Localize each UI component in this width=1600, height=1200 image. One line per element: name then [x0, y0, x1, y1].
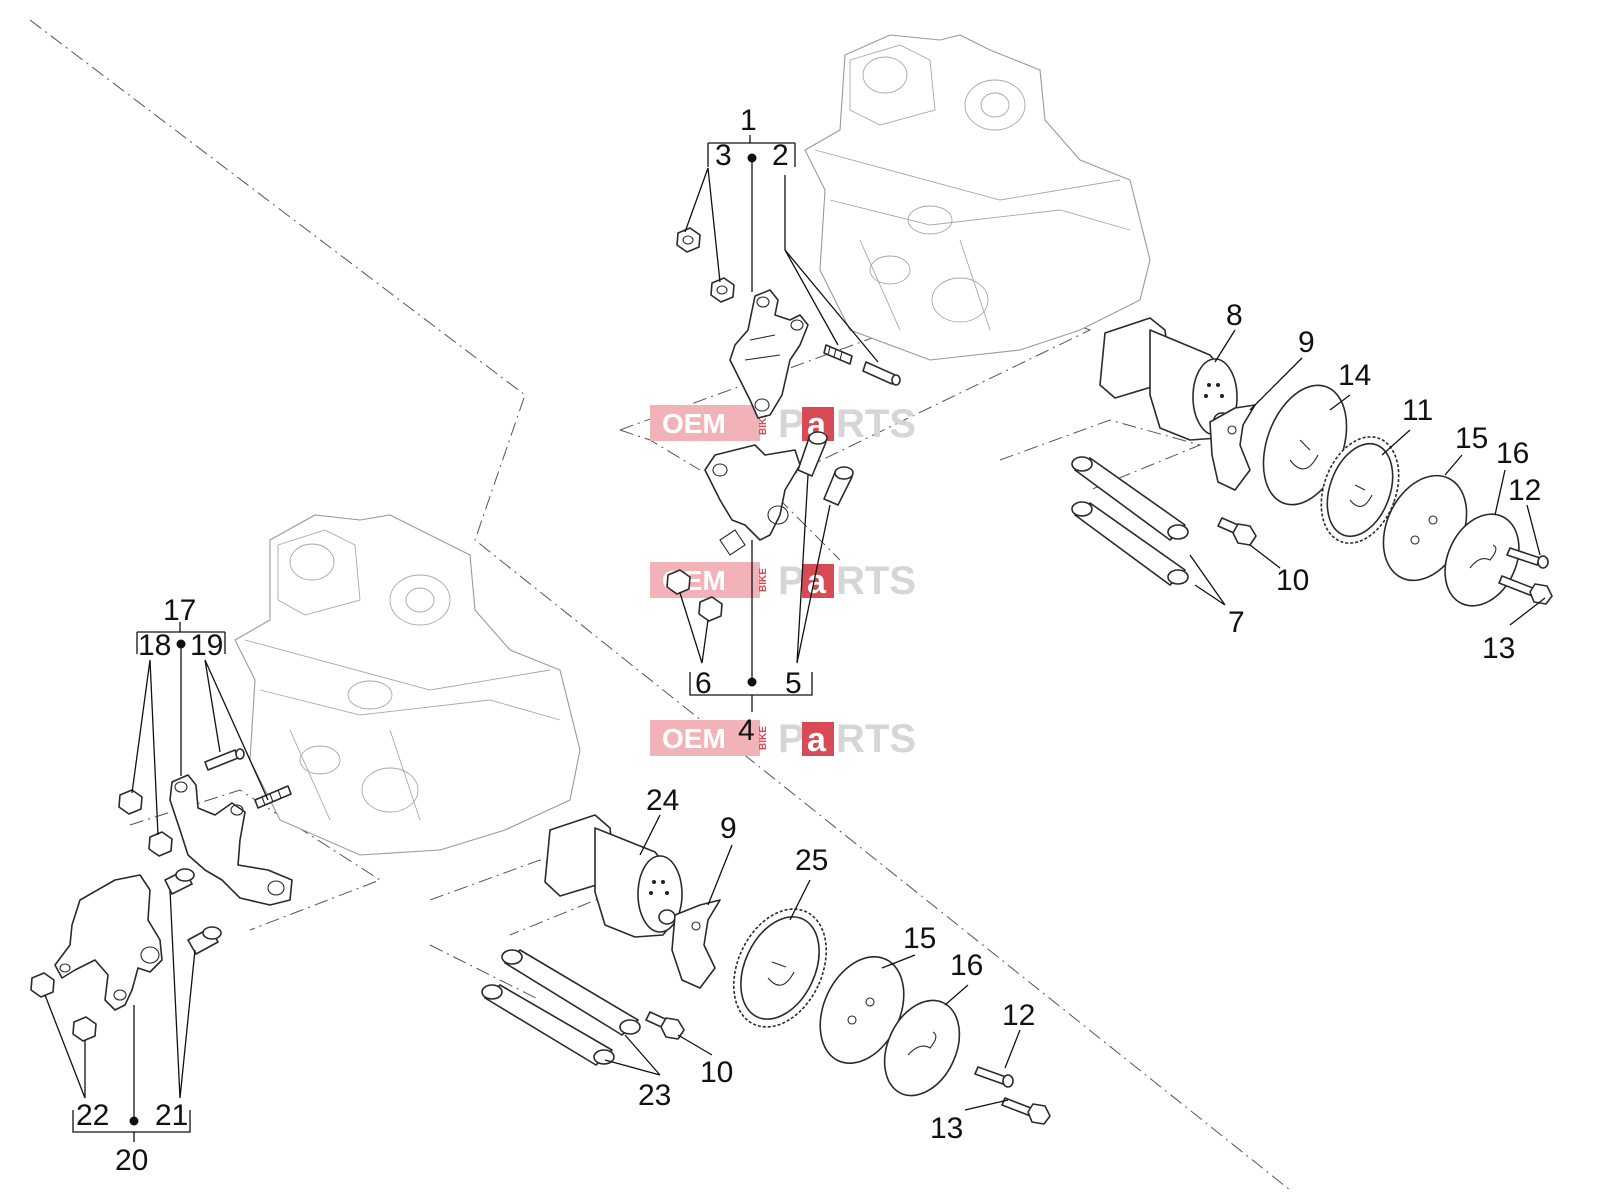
bolt-12-lower[interactable] [974, 1066, 1014, 1088]
bolt-10-upper[interactable] [1217, 517, 1257, 546]
sprocket-25[interactable] [716, 894, 845, 1042]
callout-12-upper: 12 [1508, 474, 1541, 507]
watermark-p: P [778, 559, 805, 603]
pin-7b[interactable] [1071, 501, 1189, 586]
callout-9-upper: 9 [1298, 326, 1315, 359]
callout-13-lower: 13 [930, 1112, 963, 1145]
rocker-arm-4[interactable] [704, 444, 801, 556]
callout-5: 5 [785, 667, 802, 700]
watermark-p: P [778, 402, 805, 446]
pin-7a[interactable] [1071, 456, 1189, 541]
nut-6a[interactable] [666, 569, 691, 595]
callout-25: 25 [795, 844, 828, 877]
callout-1: 1 [740, 104, 757, 137]
watermark-bike: BIKE [758, 726, 769, 750]
plate-9-upper[interactable] [1209, 404, 1256, 491]
callout-16-lower: 16 [950, 949, 983, 982]
nut-18a[interactable] [118, 789, 143, 815]
adjust-screw-19b[interactable] [254, 785, 292, 809]
callout-13-upper: 13 [1482, 632, 1515, 665]
callout-20: 20 [115, 1144, 148, 1177]
callout-4: 4 [738, 714, 755, 747]
nut-22a[interactable] [30, 972, 55, 998]
callout-23: 23 [638, 1079, 671, 1112]
pin-23a[interactable] [501, 949, 641, 1036]
cylinder-head-upper [804, 34, 1151, 361]
callout-9-lower: 9 [720, 812, 737, 845]
cylinder-head-lower [234, 514, 581, 856]
bolt-10-lower[interactable] [645, 1011, 685, 1040]
callout-22: 22 [76, 1099, 109, 1132]
callout-2: 2 [772, 139, 789, 172]
rocker-arm-1[interactable] [729, 289, 809, 419]
watermark-1: OEM BIKE P a RTS [650, 402, 916, 446]
bolt-12-upper[interactable] [1506, 547, 1549, 569]
sprocket-11-upper[interactable] [1307, 426, 1412, 554]
callout-19: 19 [190, 629, 223, 662]
watermark-oem: OEM [662, 723, 726, 754]
callout-7: 7 [1228, 606, 1245, 639]
watermark-p: P [778, 717, 805, 761]
plate-16-lower[interactable] [870, 988, 974, 1107]
nut-3a[interactable] [676, 227, 701, 253]
pin-23b[interactable] [481, 984, 615, 1066]
callout-18: 18 [138, 629, 171, 662]
callout-8: 8 [1226, 299, 1243, 332]
screw-21b[interactable] [187, 926, 222, 955]
rocker-arm-20[interactable] [54, 874, 163, 1011]
watermark-3: OEM BIKE P a RTS [650, 717, 916, 761]
adjust-screw-2a[interactable] [823, 344, 853, 365]
callout-12-lower: 12 [1002, 999, 1035, 1032]
adjust-screw-19a[interactable] [204, 748, 245, 771]
watermark-bike: BIKE [758, 411, 769, 435]
callout-24: 24 [646, 784, 679, 817]
screw-21a[interactable] [164, 868, 195, 895]
callout-15-lower: 15 [903, 922, 936, 955]
callout-numbers: 1 2 3 4 5 6 7 8 9 10 11 12 13 14 15 16 1… [76, 104, 1541, 1177]
watermark-rts: RTS [836, 402, 916, 446]
rocker-arm-17[interactable] [169, 774, 293, 906]
callout-6: 6 [695, 667, 712, 700]
watermark-rts: RTS [836, 559, 916, 603]
nut-18b[interactable] [148, 831, 173, 857]
adjust-screw-2b[interactable] [862, 361, 901, 386]
washer-15-upper[interactable] [1367, 462, 1482, 594]
screw-5b[interactable] [823, 466, 854, 506]
callout-14: 14 [1338, 359, 1371, 392]
watermark-oem: OEM [662, 408, 726, 439]
callout-15-upper: 15 [1455, 422, 1488, 455]
bolt-13-lower[interactable] [1001, 1097, 1051, 1125]
plate-9-lower[interactable] [671, 899, 721, 989]
camshaft-24[interactable] [544, 814, 683, 938]
callout-21: 21 [155, 1099, 188, 1132]
nut-6b[interactable] [698, 596, 723, 622]
callout-11: 11 [1402, 394, 1433, 427]
watermark-a: a [807, 721, 827, 759]
camshaft-8[interactable] [1099, 317, 1238, 441]
leader-lines [44, 135, 1546, 1142]
watermark-bike: BIKE [758, 568, 769, 592]
callout-16-upper: 16 [1496, 437, 1529, 470]
nut-3b[interactable] [710, 277, 735, 303]
callout-17: 17 [163, 594, 196, 627]
callout-10-upper: 10 [1276, 564, 1309, 597]
callout-10-lower: 10 [700, 1056, 733, 1089]
screw-5a[interactable] [797, 431, 828, 477]
callout-3: 3 [715, 139, 732, 172]
watermark-rts: RTS [836, 717, 916, 761]
nut-22b[interactable] [72, 1016, 97, 1042]
bolt-13-upper[interactable] [1498, 575, 1553, 605]
